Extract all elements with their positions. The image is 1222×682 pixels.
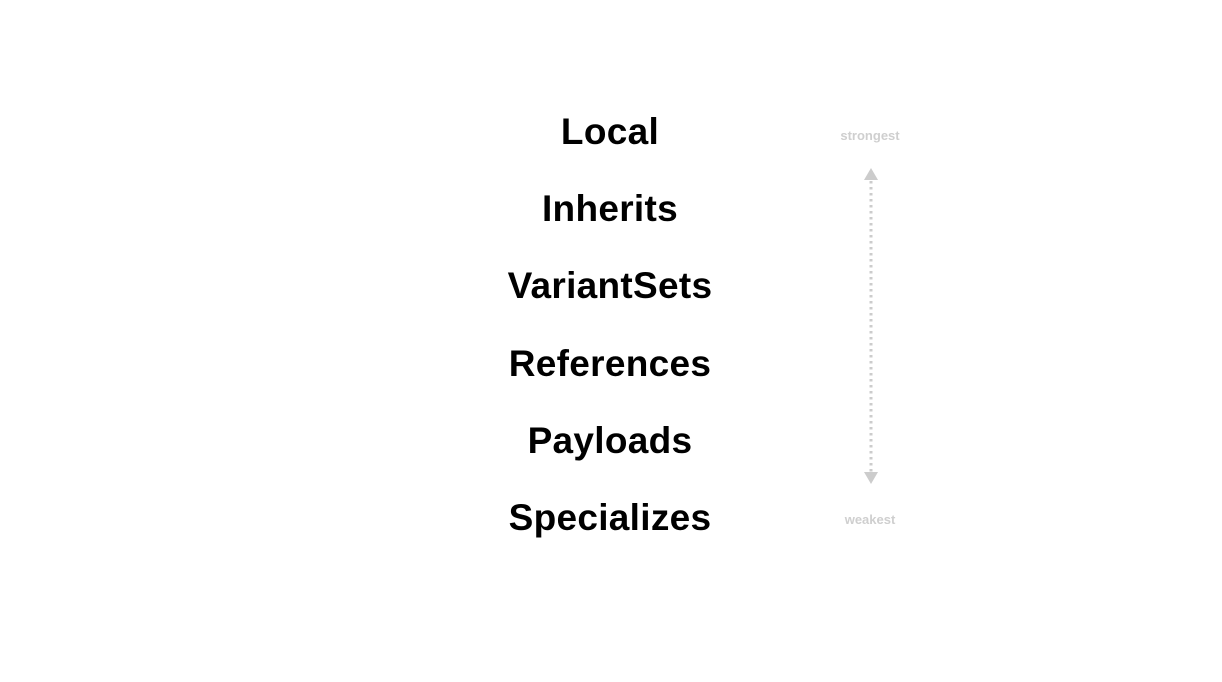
layer-inherits: Inherits: [541, 188, 679, 229]
arrow-head-down: [864, 472, 878, 484]
layer-payloads: Payloads: [527, 420, 693, 461]
layer-specializes: Specializes: [508, 497, 712, 538]
layer-variantsets: VariantSets: [507, 265, 713, 306]
layer-local: Local: [560, 111, 660, 152]
strongest-label: strongest: [840, 128, 900, 143]
arrow-head-up: [864, 168, 878, 180]
weakest-label: weakest: [844, 512, 896, 527]
layer-references: References: [508, 343, 712, 384]
double-arrow-icon: [864, 168, 878, 484]
